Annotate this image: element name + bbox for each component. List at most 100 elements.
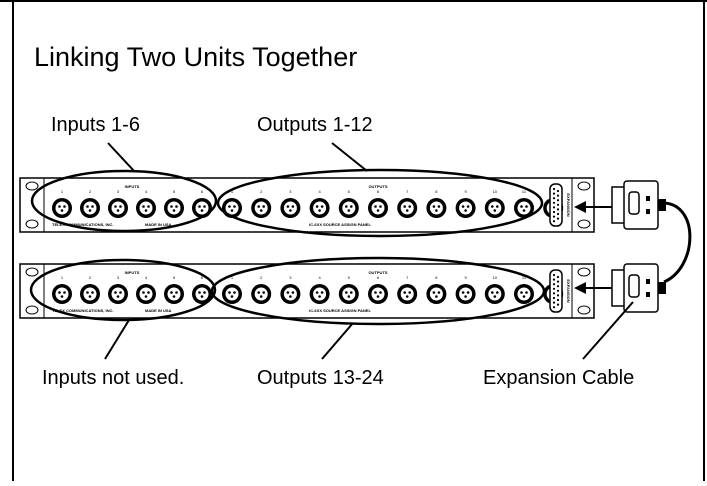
output-jack-pin <box>466 205 470 208</box>
output-jack-pin <box>379 205 382 208</box>
expansion-port-pin <box>552 206 556 209</box>
output-jack-pin <box>318 209 321 212</box>
output-jack-pin <box>315 205 319 208</box>
output-number-label: 10 <box>493 275 498 280</box>
expansion-port-pin <box>552 201 556 204</box>
input-jack-face <box>167 201 181 215</box>
leader-outputs-bottom <box>321 322 354 360</box>
output-number-label: 8 <box>435 189 438 194</box>
mount-hole <box>577 267 591 277</box>
output-jack-pin <box>289 295 292 298</box>
input-jack-pin <box>116 209 120 212</box>
expansion-port-pin <box>552 301 556 304</box>
outputs-section-label: OUTPUTS <box>368 184 387 189</box>
output-jack-pin <box>289 209 292 212</box>
input-jack-pin <box>60 209 64 212</box>
output-jack-pin <box>259 295 263 298</box>
expansion-port-pin <box>552 273 556 277</box>
input-jack-face <box>83 287 97 301</box>
expansion-port-pin <box>552 296 556 300</box>
mount-hole <box>25 305 39 315</box>
input-jack-pin <box>88 295 92 298</box>
output-jack-pin <box>230 295 234 298</box>
output-jack-pin <box>347 295 351 298</box>
output-jack-face <box>517 201 531 215</box>
output-jack-face <box>429 201 443 215</box>
expansion-port-pin <box>552 215 556 218</box>
input-jack-pin <box>91 291 94 294</box>
leader-outputs-top <box>331 142 368 172</box>
input-number-label: 5 <box>173 275 176 280</box>
output-number-label: 5 <box>348 275 351 280</box>
input-number-label: 4 <box>145 275 148 280</box>
output-jack-pin <box>374 291 377 294</box>
output-jack-pin <box>432 205 436 208</box>
expansion-port-shell <box>549 269 563 313</box>
input-number-label: 1 <box>61 275 64 280</box>
output-number-label: 7 <box>406 189 409 194</box>
input-jack-pin <box>88 209 92 212</box>
plug-screw <box>646 292 650 297</box>
expansion-cable <box>574 201 692 294</box>
input-jack-pin <box>200 295 204 298</box>
expansion-port-label: EXPANSION <box>566 279 571 302</box>
db-connector-plug-top <box>611 180 666 230</box>
cable-loop <box>663 201 692 284</box>
output-number-label: 11 <box>522 189 527 194</box>
expansion-port-pin <box>556 208 560 211</box>
output-jack-pin <box>374 205 377 208</box>
output-jack-pin <box>320 291 324 294</box>
plug-screw <box>646 279 650 284</box>
input-jack-pin <box>86 205 89 208</box>
input-jack-pin <box>58 291 61 294</box>
output-number-label: 6 <box>377 189 380 194</box>
output-jack-face <box>459 287 473 301</box>
output-jack-pin <box>437 205 441 208</box>
input-number-label: 2 <box>89 189 92 194</box>
output-jack-pin <box>350 205 353 208</box>
output-jack-pin <box>315 291 319 294</box>
input-jack-pin <box>175 205 178 208</box>
output-number-label: 3 <box>289 189 292 194</box>
output-jack-face <box>459 201 473 215</box>
plug-screw <box>646 209 650 214</box>
expansion-port-pin <box>556 298 560 302</box>
output-jack-pin <box>403 291 407 294</box>
output-number-label: 6 <box>377 275 380 280</box>
output-jack-pin <box>233 291 236 294</box>
maker-text: TELEX COMMUNICATIONS, INC. <box>52 308 113 313</box>
made-in-text: MADE IN USA <box>145 222 172 227</box>
output-jack-pin <box>320 205 324 208</box>
mount-hole <box>577 305 591 315</box>
input-jack-pin <box>114 205 117 208</box>
output-jack-pin <box>520 205 523 208</box>
output-jack-pin <box>379 291 382 294</box>
output-jack-pin <box>461 291 465 294</box>
callout-outputs-top: Outputs 1-12 <box>257 114 373 136</box>
output-jack-pin <box>493 209 497 212</box>
output-jack-pin <box>405 209 409 212</box>
output-jack-pin <box>257 205 261 208</box>
input-number-label: 1 <box>61 189 64 194</box>
input-number-label: 4 <box>145 189 148 194</box>
expansion-port-pin <box>556 194 560 197</box>
output-jack-pin <box>432 291 436 294</box>
output-number-label: 4 <box>318 189 321 194</box>
plug-inner-shell <box>628 191 640 215</box>
mount-hole <box>25 181 39 191</box>
outputs-section-label: OUTPUTS <box>368 270 387 275</box>
output-jack-pin <box>520 291 523 294</box>
input-jack-face <box>195 201 209 215</box>
input-jack-face <box>111 287 125 301</box>
output-jack-pin <box>286 205 290 208</box>
plug-inner-shell <box>628 274 640 298</box>
expansion-port-pin <box>552 197 556 200</box>
output-number-label: 2 <box>260 275 263 280</box>
output-jack-face <box>488 201 502 215</box>
output-jack-pin <box>233 205 236 208</box>
mount-hole <box>25 267 39 277</box>
output-jack-face <box>283 287 297 301</box>
output-number-label: 5 <box>348 189 351 194</box>
input-jack-pin <box>142 291 145 294</box>
